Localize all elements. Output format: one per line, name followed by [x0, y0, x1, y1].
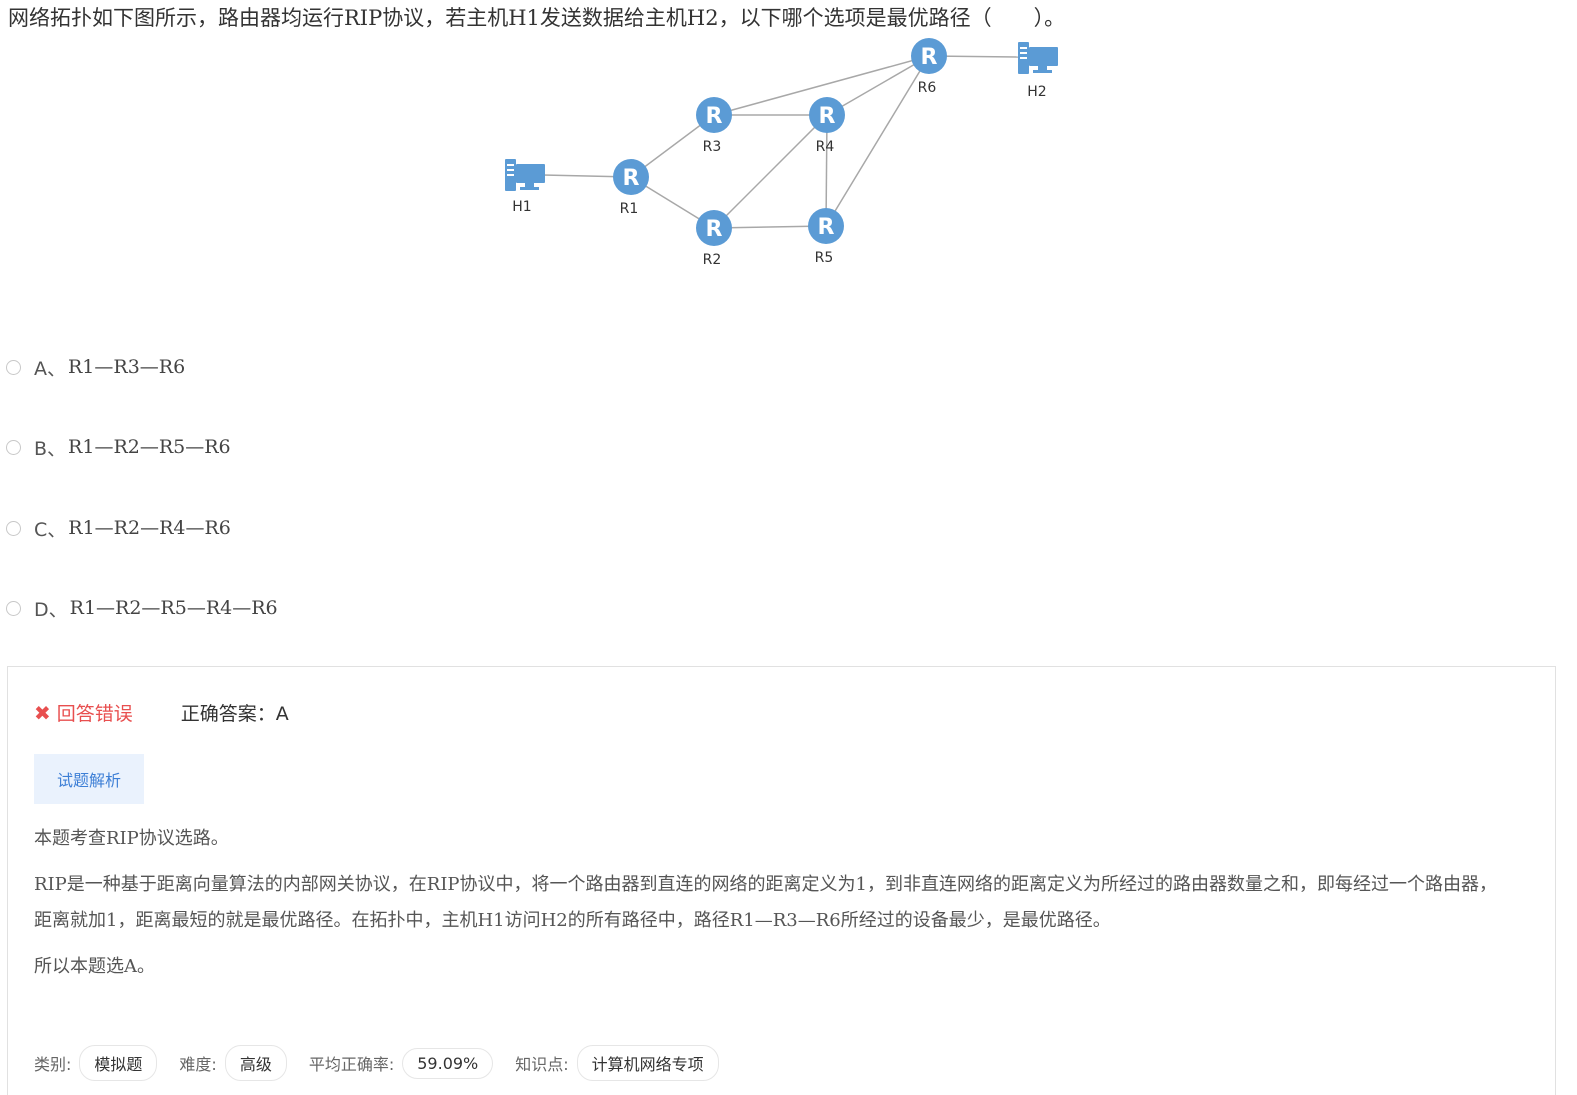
option-b[interactable]: B、 R1—R2—R5—R6	[6, 430, 231, 464]
link-r2-r5	[713, 225, 827, 229]
option-a-radio[interactable]	[6, 359, 21, 375]
question-text: 网络拓扑如下图所示，路由器均运行RIP协议，若主机H1发送数据给主机H2，以下哪…	[8, 6, 1066, 30]
router-label-r5: R5	[815, 250, 834, 266]
accuracy-badge: 59.09%	[402, 1047, 494, 1079]
router-label-r6: R6	[918, 80, 937, 96]
option-a[interactable]: A、 R1—R3—R6	[6, 350, 185, 384]
network-topology-diagram: H1 H2 R R1 R R2 R R3 R R4 R R5 R R6	[505, 38, 1058, 268]
option-c-letter: C、	[34, 518, 67, 541]
router-r5-glyph: R	[818, 215, 835, 240]
meta-row: 类别: 模拟题 难度: 高级 平均正确率: 59.09% 知识点: 计算机网络专…	[34, 1045, 741, 1081]
router-r1: R R1	[613, 159, 649, 217]
knowledge-label: 知识点:	[515, 1055, 569, 1074]
router-label-r1: R1	[620, 201, 639, 217]
router-r6-icon	[911, 38, 947, 74]
result-row: ✖ 回答错误 正确答案：A	[34, 699, 289, 726]
option-d[interactable]: D、 R1—R2—R5—R4—R6	[6, 591, 278, 625]
router-r1-glyph: R	[623, 166, 640, 191]
host-label-h2: H2	[1027, 84, 1046, 100]
router-label-r2: R2	[703, 252, 722, 268]
option-c[interactable]: C、 R1—R2—R4—R6	[6, 511, 231, 545]
analysis-tab[interactable]: 试题解析	[34, 754, 144, 804]
category-label: 类别:	[34, 1055, 72, 1074]
link-r3-r6	[713, 55, 930, 116]
router-r2: R R2	[696, 210, 732, 268]
router-r3-icon	[696, 97, 732, 133]
category-badge: 模拟题	[79, 1045, 158, 1081]
wrong-status: ✖ 回答错误	[34, 699, 133, 726]
router-r5: R R5	[808, 208, 844, 266]
router-r3: R R3	[696, 97, 732, 155]
option-d-text: R1—R2—R5—R4—R6	[69, 597, 278, 619]
router-r2-glyph: R	[706, 217, 723, 242]
option-d-letter: D、	[34, 598, 68, 621]
link-r4-r5	[825, 114, 828, 227]
link-r4-r6	[826, 55, 930, 116]
correct-answer: 正确答案：A	[180, 703, 289, 725]
option-d-radio[interactable]	[6, 600, 21, 616]
option-a-text: R1—R3—R6	[68, 356, 186, 378]
analysis-intro: 本题考查RIP协议选路。	[34, 828, 229, 849]
router-r3-glyph: R	[706, 104, 723, 129]
link-r2-r4	[713, 114, 828, 229]
answer-panel: ✖ 回答错误 正确答案：A 试题解析 本题考查RIP协议选路。 RIP是一种基于…	[7, 666, 1556, 1095]
link-r5-r6	[825, 55, 930, 227]
router-r4-icon	[809, 97, 845, 133]
host-h1-icon	[505, 159, 545, 191]
option-a-letter: A、	[34, 357, 66, 380]
difficulty-label: 难度:	[179, 1055, 217, 1074]
close-icon: ✖	[34, 700, 51, 725]
router-r5-icon	[808, 208, 844, 244]
analysis-conclusion: 所以本题选A。	[34, 956, 155, 977]
option-b-radio[interactable]	[6, 439, 21, 455]
analysis-content: 本题考查RIP协议选路。 RIP是一种基于距离向量算法的内部网关协议，在RIP协…	[34, 821, 1504, 985]
router-r6-glyph: R	[921, 45, 938, 70]
router-r4-glyph: R	[819, 104, 836, 129]
accuracy-label: 平均正确率:	[308, 1055, 395, 1074]
router-r1-icon	[613, 159, 649, 195]
difficulty-badge: 高级	[224, 1045, 287, 1081]
option-c-radio[interactable]	[6, 520, 21, 536]
option-b-text: R1—R2—R5—R6	[68, 436, 231, 458]
knowledge-badge[interactable]: 计算机网络专项	[576, 1045, 719, 1081]
router-label-r3: R3	[703, 139, 722, 155]
wrong-status-text: 回答错误	[56, 703, 133, 725]
router-r2-icon	[696, 210, 732, 246]
option-c-text: R1—R2—R4—R6	[68, 517, 231, 539]
host-label-h1: H1	[512, 199, 531, 215]
option-b-letter: B、	[34, 437, 67, 460]
analysis-body: RIP是一种基于距离向量算法的内部网关协议，在RIP协议中，将一个路由器到直连的…	[34, 874, 1497, 931]
host-h2-icon	[1018, 42, 1058, 74]
router-r6: R R6	[911, 38, 947, 96]
router-r4: R R4	[809, 97, 845, 155]
router-label-r4: R4	[816, 139, 835, 155]
